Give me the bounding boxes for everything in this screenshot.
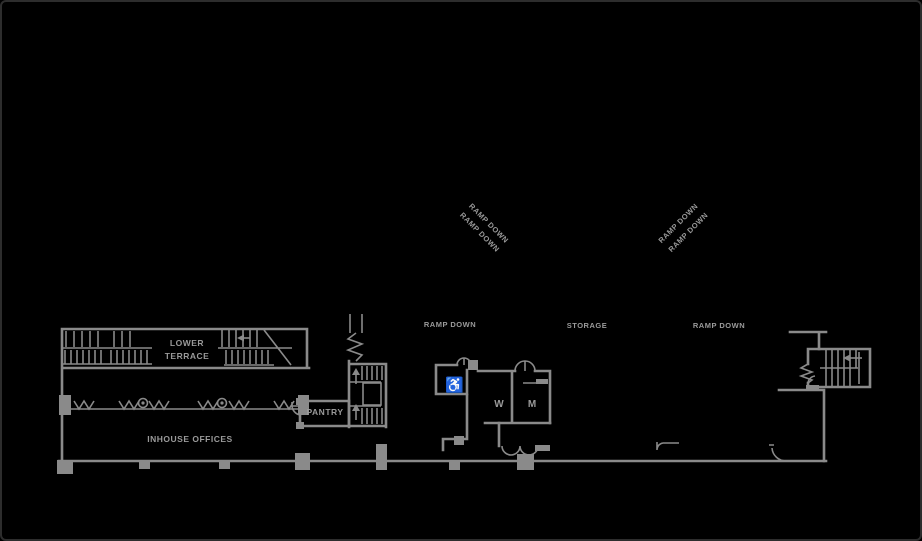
wall-pier: [806, 385, 819, 391]
pillar: [517, 454, 534, 470]
restroom-north-wall: [476, 369, 552, 425]
stair-landing-edges: [349, 381, 381, 407]
break-line-symbol: [798, 363, 815, 384]
ramp-down-east-label: RAMP DOWN: [693, 321, 745, 330]
main-stair-area: [345, 314, 388, 429]
east-stair-door-swing: [807, 375, 816, 386]
restroom-entry-door-swing: [514, 360, 536, 372]
double-door-swings: [501, 445, 539, 456]
pillar: [376, 444, 387, 470]
terrace-stair-edges-west: [62, 347, 152, 365]
inhouse-offices-area: INHOUSE OFFICES: [59, 395, 309, 444]
storage-label: STORAGE: [567, 321, 607, 330]
pillar: [295, 453, 310, 470]
wall-pier: [454, 436, 464, 445]
south-wall: [57, 444, 828, 474]
column-symbol: [216, 397, 228, 409]
inhouse-offices-label: INHOUSE OFFICES: [147, 434, 232, 444]
wall-pier: [296, 398, 304, 405]
terrace-stair-treads-upper-west: [65, 331, 131, 347]
pillar: [139, 460, 150, 469]
casement-window-symbols: [73, 399, 295, 411]
lower-terrace-area: LOWER TERRACE: [60, 327, 311, 463]
pillar: [219, 460, 230, 469]
ramp-annotations: RAMP DOWN STORAGE RAMP DOWN RAMP DOWN RA…: [424, 202, 745, 330]
stair-treads-lower: [361, 408, 383, 424]
east-stair-north-walls: [788, 330, 828, 351]
stair-up-arrow: [352, 368, 360, 384]
column-symbol: [137, 397, 149, 409]
stair-treads-upper: [361, 366, 383, 380]
stair-shaft-stubs: [349, 314, 363, 333]
terrace-stair-edges-east: [218, 329, 292, 366]
ramp-down-center-label: RAMP DOWN: [424, 320, 476, 329]
terrace-stair-treads-east: [221, 330, 269, 364]
wall-pier: [59, 395, 71, 415]
womens-restroom-label: W: [494, 399, 504, 410]
mens-restroom-label: M: [528, 399, 536, 410]
terrace-stair-treads-lower-west: [64, 350, 148, 364]
pantry-door-swing: [291, 402, 301, 416]
stair-up-arrow: [352, 404, 360, 420]
stair-direction-arrow: [843, 354, 862, 362]
storage-door-swing-east: [769, 444, 787, 462]
east-stair-area: [777, 330, 872, 463]
pillar: [449, 460, 460, 470]
accessible-wc-walls: [434, 363, 469, 396]
storage-area: [656, 442, 787, 462]
east-stair-treads-upper: [825, 350, 857, 368]
east-stair-treads-lower: [825, 368, 851, 386]
break-line-symbol: [345, 332, 365, 362]
storage-door-swing-west: [656, 442, 679, 450]
terrace-stair-direction-arrow: [237, 334, 250, 342]
pillar: [57, 460, 73, 474]
stair-walls: [347, 359, 388, 429]
wall-pier: [468, 360, 478, 370]
wheelchair-accessible-icon: ♿: [445, 376, 464, 394]
pantry-label: PANTRY: [307, 407, 344, 417]
lower-terrace-label-line2: TERRACE: [165, 351, 210, 361]
wall-pier: [535, 445, 550, 451]
restroom-area: ♿ W M: [434, 357, 552, 456]
east-walls: [777, 388, 826, 463]
wall-pier: [296, 422, 304, 429]
fixture: [536, 379, 548, 384]
stair-landing: [362, 382, 382, 406]
lower-terrace-label-line1: LOWER: [170, 338, 204, 348]
